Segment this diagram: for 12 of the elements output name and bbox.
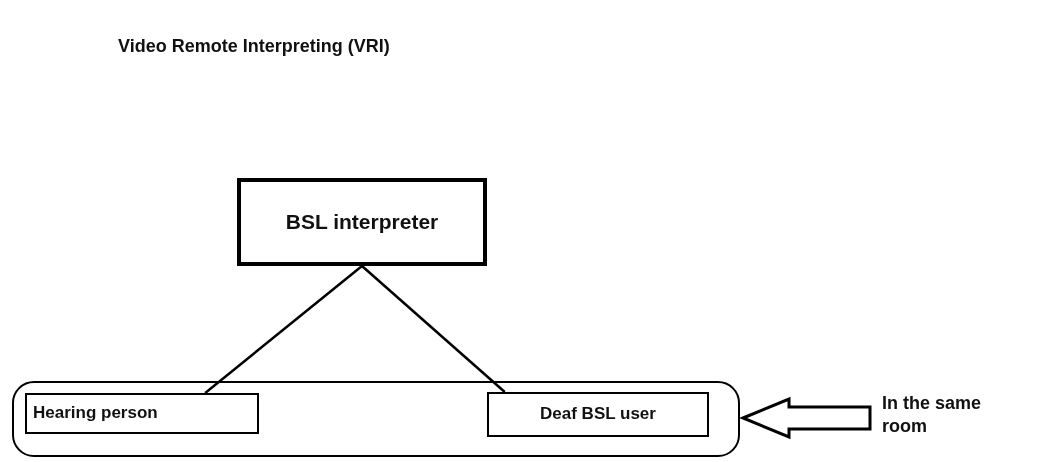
enclosure-box: [12, 381, 740, 457]
block-arrow: [739, 396, 872, 440]
process-box: [487, 392, 709, 437]
diagram-title: Video Remote Interpreting (VRI): [118, 36, 390, 57]
connector-line: [204, 265, 363, 394]
connector-line: [361, 265, 506, 393]
process-box: [25, 393, 259, 434]
box-label: BSL interpreter: [285, 209, 439, 236]
box-label: Hearing person: [33, 402, 158, 425]
box-label: Deaf BSL user: [540, 403, 656, 426]
note-text: In the same room: [882, 391, 983, 438]
process-box: [237, 178, 487, 266]
